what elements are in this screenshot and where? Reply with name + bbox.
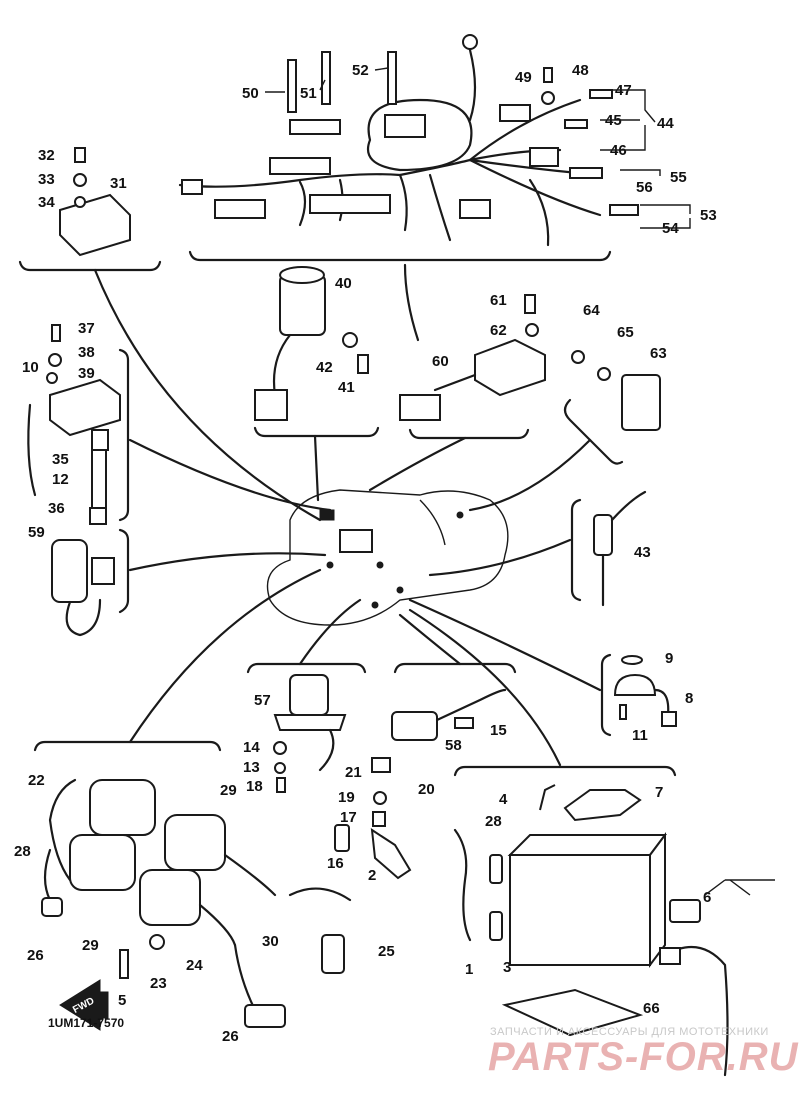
- callout-19: 17: [340, 809, 357, 826]
- callout-13: 18: [246, 778, 263, 795]
- relay-60: [399, 294, 546, 421]
- callout-23: 5: [118, 992, 126, 1009]
- callout-51: 51: [300, 85, 317, 102]
- callout-5: 1: [465, 961, 473, 978]
- callout-48: 48: [572, 62, 589, 79]
- callout-41: 41: [338, 379, 355, 396]
- callout-49: 49: [515, 69, 532, 86]
- callout-65: 65: [617, 324, 634, 341]
- callout-4: 7: [655, 784, 663, 801]
- callout-22-bottom: 29: [82, 937, 99, 954]
- cdi-unit: [59, 147, 131, 257]
- callout-11: 57: [254, 692, 271, 709]
- callout-35: 35: [52, 451, 69, 468]
- watermark: ЗАПЧАСТИ И АКСЕССУАРЫ ДЛЯ МОТОТЕХНИКИ PA…: [488, 1026, 799, 1079]
- callout-24: 23: [150, 975, 167, 992]
- callout-37: 37: [78, 320, 95, 337]
- callout-26: 30: [262, 933, 279, 950]
- callout-50: 50: [242, 85, 259, 102]
- callout-34: 34: [38, 194, 55, 211]
- unit-8: [613, 655, 677, 727]
- callout-66: 6: [703, 889, 711, 906]
- flasher-59: [51, 539, 115, 637]
- callout-10-left: 10: [22, 359, 39, 376]
- callout-1: 3: [503, 959, 511, 976]
- unit-63: [571, 350, 661, 431]
- callout-62: 62: [490, 322, 507, 339]
- callout-20: 19: [338, 789, 355, 806]
- callout-32: 32: [38, 147, 55, 164]
- callout-61: 61: [490, 292, 507, 309]
- callout-42: 42: [316, 359, 333, 376]
- callout-2: 4: [499, 791, 508, 808]
- ignition-coils: [41, 778, 352, 1028]
- unit-11: [273, 674, 347, 793]
- callout-10-right: 11: [632, 727, 648, 744]
- callout-33: 33: [38, 171, 55, 188]
- callout-39: 39: [78, 365, 95, 382]
- unit-57: [371, 688, 507, 827]
- callout-56: 56: [636, 179, 653, 196]
- fwd-arrow: [59, 979, 109, 1031]
- watermark-brand: PARTS-FOR.RU: [488, 1035, 799, 1079]
- callout-63: 63: [650, 345, 667, 362]
- callout-7-left: 28: [14, 843, 31, 860]
- callout-7-right: 28: [485, 813, 502, 830]
- wiring-harness: [178, 34, 639, 247]
- callout-57: 58: [445, 737, 462, 754]
- callout-31: 31: [110, 175, 127, 192]
- callout-3: 66: [643, 1000, 660, 1017]
- sensor-43: [593, 490, 647, 607]
- callouts: 50 51 52 49 48 47 44 45 46 55 56 53 54 3…: [14, 62, 775, 1045]
- callout-55: 55: [670, 169, 687, 186]
- harness-bolts: [287, 51, 555, 113]
- callout-9: 9: [665, 650, 673, 667]
- callout-16: 2: [368, 867, 376, 884]
- watermark-tagline: ЗАПЧАСТИ И АКСЕССУАРЫ ДЛЯ МОТОТЕХНИКИ: [490, 1026, 769, 1038]
- callout-60: 60: [432, 353, 449, 370]
- frame-silhouette: [266, 489, 509, 626]
- callout-25: 24: [186, 957, 203, 974]
- callout-21: 20: [418, 781, 435, 798]
- callout-52: 52: [352, 62, 369, 79]
- battery-assembly: [453, 784, 729, 1077]
- callout-28: 22: [28, 772, 45, 789]
- callout-44: 44: [657, 115, 674, 132]
- callout-18: 21: [345, 764, 362, 781]
- callout-59: 59: [28, 524, 45, 541]
- callout-14: 13: [243, 759, 260, 776]
- regulator-39: [27, 324, 121, 525]
- callout-29-bottom: 26: [222, 1028, 239, 1045]
- callout-30: 25: [378, 943, 395, 960]
- callout-43: 43: [634, 544, 651, 561]
- callout-53: 53: [700, 207, 717, 224]
- callout-58: 15: [490, 722, 507, 739]
- switches-16-17: [334, 824, 412, 880]
- callout-8: 8: [685, 690, 693, 707]
- main-switch: [254, 266, 369, 421]
- callout-64: 64: [583, 302, 600, 319]
- callout-12: 12: [52, 471, 69, 488]
- callout-40: 40: [335, 275, 352, 292]
- callout-15: 14: [243, 739, 260, 756]
- callout-36: 36: [48, 500, 65, 517]
- group-brackets: [18, 250, 677, 777]
- callout-22-top: 29: [220, 782, 237, 799]
- callout-17: 16: [327, 855, 344, 872]
- diagram-code: 1UM171-7570: [48, 1016, 124, 1030]
- leader-lines: [93, 263, 602, 767]
- callout-38: 38: [78, 344, 95, 361]
- callout-29-left: 26: [27, 947, 44, 964]
